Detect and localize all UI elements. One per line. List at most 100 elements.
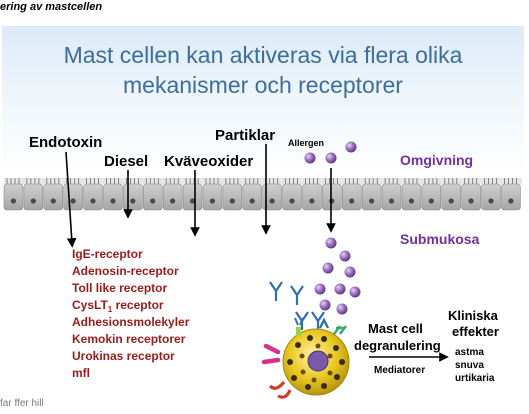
label-diesel: Diesel [104, 153, 148, 170]
epithelial-cell [143, 183, 163, 211]
allergen-particle [339, 250, 351, 262]
antibody-y-icon [269, 281, 283, 301]
label-mast-cell: Mast cell [368, 321, 423, 336]
allergen-particle [319, 299, 331, 311]
epithelial-nucleus [249, 198, 255, 204]
epithelial-nucleus [130, 198, 136, 204]
label-partiklar: Partiklar [215, 127, 275, 144]
epithelial-cell [262, 183, 282, 211]
clinical-item: astma [455, 347, 484, 358]
epithelial-nucleus [189, 198, 196, 204]
epithelial-cell [421, 183, 442, 211]
clinical-item: snuva [455, 360, 484, 371]
epithelial-nucleus [388, 198, 395, 204]
epithelial-cell [222, 183, 243, 211]
label-degranulering: degranulering [354, 338, 441, 353]
allergen-particle [345, 141, 357, 153]
epithelial-cell [63, 183, 83, 211]
epithelial-nucleus [289, 198, 295, 204]
allergen-particles [304, 141, 361, 315]
receptor-item: Urokinas receptor [72, 349, 175, 363]
epithelial-cell [381, 183, 402, 211]
epithelial-nucleus [448, 198, 454, 204]
epithelial-cell [202, 183, 223, 211]
epithelial-nucleus [269, 198, 275, 204]
arrow-endotoxin [65, 151, 77, 248]
allergen-particle [349, 286, 361, 298]
header-text: ering av mastcellen [0, 1, 103, 13]
label-kliniska: Kliniska [448, 308, 499, 323]
cyslt-base: CysLT [72, 298, 108, 312]
epithelial-nucleus [50, 198, 56, 204]
epithelial-nucleus [408, 198, 414, 204]
epithelial-cell [282, 183, 302, 211]
epithelial-cell [361, 183, 382, 211]
allergen-particle [314, 283, 326, 295]
epithelial-cell [461, 183, 481, 211]
receptor-green-icon [333, 325, 347, 335]
title-line-1: Mast cellen kan aktiveras via flera olik… [63, 42, 463, 68]
microvilli-band [4, 178, 522, 184]
epithelial-nucleus [309, 198, 315, 204]
epithelial-cell [182, 183, 203, 211]
epithelial-nucleus [349, 198, 355, 204]
epithelial-cell [322, 183, 342, 211]
mast-cell-nucleus [307, 350, 329, 372]
free-antibodies [269, 281, 325, 330]
slide-title: Mast cellen kan aktiveras via flera olik… [2, 40, 524, 100]
cyslt-subscript: 1 [108, 305, 113, 314]
epithelial-cell [83, 183, 103, 211]
receptor-item: Adhesionsmolekyler [72, 315, 190, 329]
receptor-pink-icon [261, 343, 281, 365]
epithelial-nucleus [488, 198, 494, 204]
epithelium-layer [3, 178, 522, 211]
epithelial-nucleus [110, 198, 116, 204]
epithelial-nucleus [30, 198, 36, 204]
epithelial-nucleus [70, 198, 76, 204]
label-submukosa: Submukosa [400, 231, 480, 247]
epithelial-nucleus [209, 198, 215, 204]
title-line-2: mekanismer och receptorer [123, 72, 403, 98]
antibody-y-icon [290, 285, 304, 305]
receptor-item: Kemokin receptorer [72, 332, 186, 346]
epithelial-nucleus [229, 198, 235, 204]
epithelial-cell [481, 183, 501, 211]
footer-text: far ffer hill [0, 398, 44, 409]
receptor-item: IgE-receptor [72, 247, 143, 261]
epithelial-nucleus [428, 198, 434, 204]
receptor-item: mfl [72, 366, 90, 380]
epithelial-cell [23, 183, 44, 211]
epithelial-nucleus [90, 198, 96, 204]
epithelial-cell [123, 183, 143, 211]
label-allergen: Allergen [288, 138, 324, 148]
epithelial-nucleus [170, 198, 176, 204]
mast-cell [261, 317, 350, 399]
epithelial-cell [103, 183, 123, 211]
cyslt-suffix: receptor [112, 298, 164, 312]
epithelial-nucleus [10, 198, 16, 204]
receptor-item: Toll like receptor [72, 281, 167, 295]
allergen-particle [334, 283, 346, 295]
antibody-y-icon [311, 311, 325, 330]
receptor-red-icon [268, 380, 292, 399]
epithelial-nucleus [369, 198, 375, 204]
header-strip: ering av mastcellen [0, 0, 529, 18]
epithelial-cell [162, 183, 183, 211]
receptor-lime-icon [296, 327, 301, 336]
allergen-particle [325, 237, 337, 249]
allergen-particle [344, 266, 356, 278]
epithelial-cell [441, 183, 461, 211]
epithelial-cell [302, 183, 322, 211]
mast-cell-granules [287, 335, 345, 390]
label-endotoxin: Endotoxin [29, 134, 102, 151]
receptor-small-icon [294, 317, 304, 326]
epithelial-cell [341, 183, 362, 211]
epithelial-cell [3, 183, 24, 211]
epithelial-nucleus [150, 198, 156, 204]
epithelial-cell [401, 183, 422, 211]
allergen-particle [304, 152, 316, 164]
epithelial-cell [43, 183, 63, 211]
epithelial-cell [242, 183, 263, 211]
receptor-list: IgE-receptor Adenosin-receptor Toll like… [72, 247, 190, 380]
